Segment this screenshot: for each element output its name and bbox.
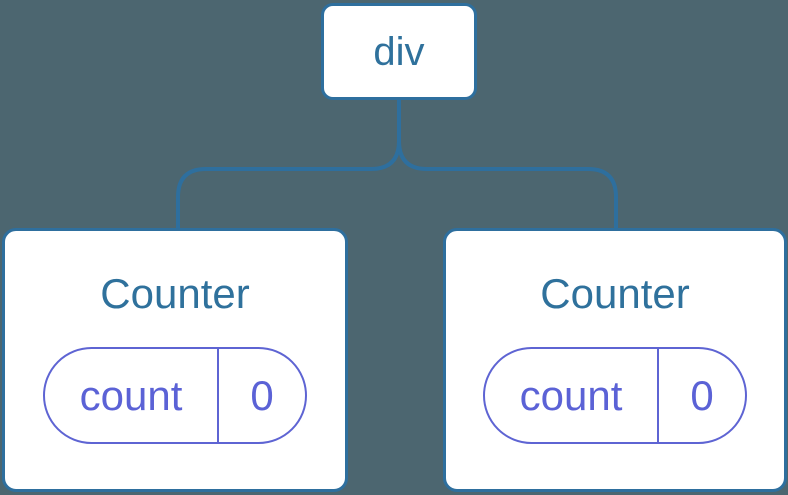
state-pill: count 0 [43, 347, 307, 444]
state-pill: count 0 [483, 347, 747, 444]
counter-component-card: Counter count 0 [443, 228, 787, 492]
counter-component-card: Counter count 0 [2, 228, 348, 492]
connector-right-branch [397, 100, 618, 229]
state-key: count [45, 349, 219, 442]
state-value: 0 [690, 371, 714, 419]
root-node-label: div [373, 29, 425, 74]
connector-left-branch [176, 100, 401, 229]
state-value: 0 [250, 371, 274, 419]
state-key: count [485, 349, 659, 442]
component-title: Counter [100, 270, 250, 317]
component-title: Counter [540, 270, 690, 317]
tree-node-div: div [321, 3, 477, 100]
